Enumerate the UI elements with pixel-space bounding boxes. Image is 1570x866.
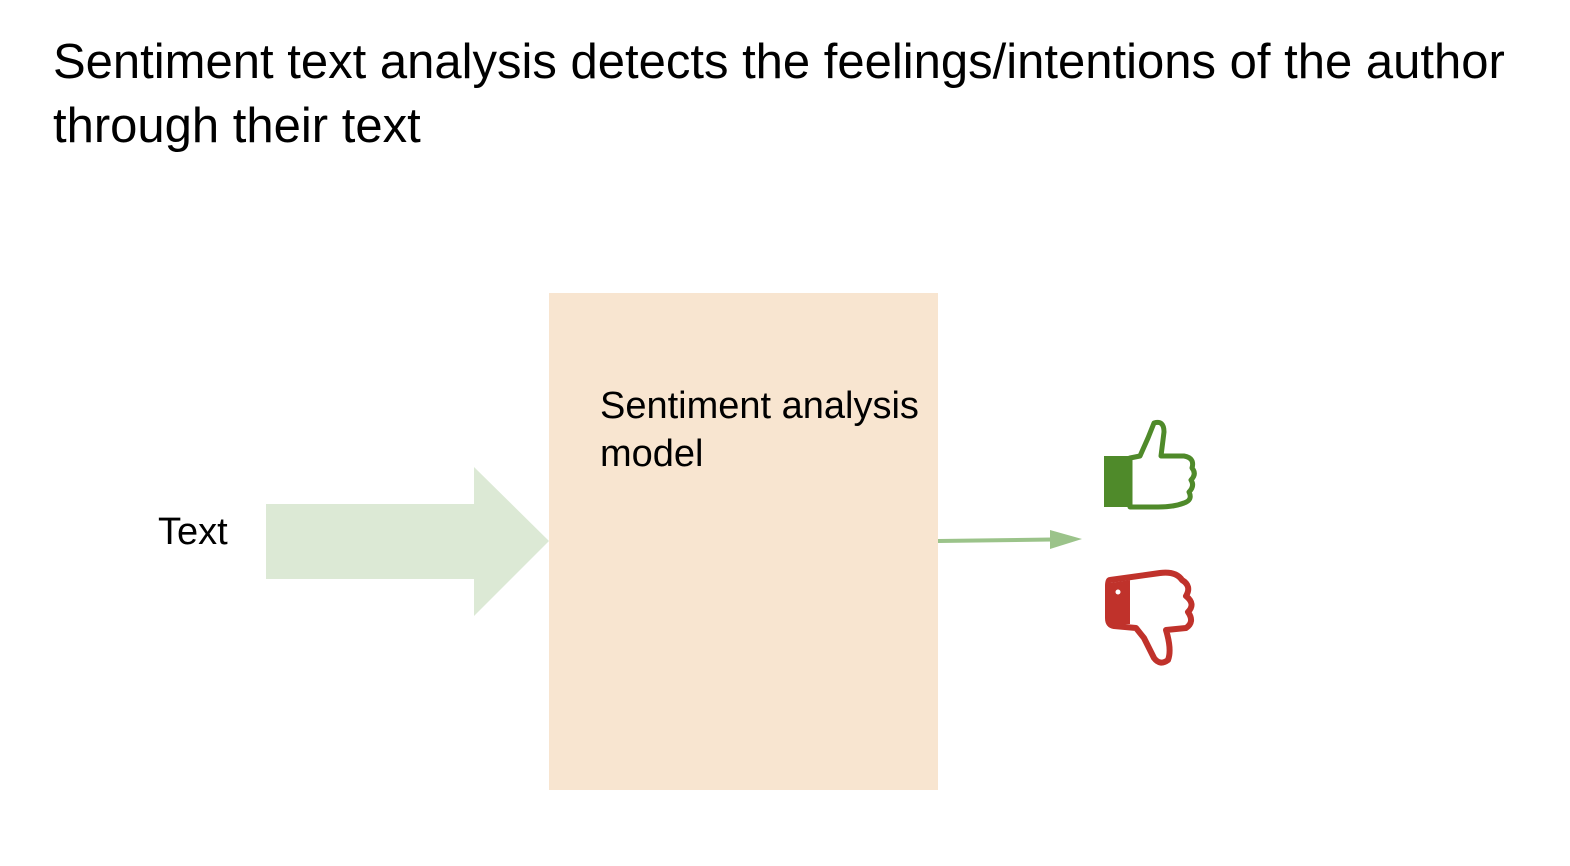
thumbs-down-icon xyxy=(1105,569,1195,666)
input-arrow xyxy=(266,467,549,616)
input-text-label: Text xyxy=(158,511,228,553)
slide-title: Sentiment text analysis detects the feel… xyxy=(53,35,1505,153)
thumbs-up-icon xyxy=(1104,419,1197,510)
model-label: Sentiment analysis model xyxy=(600,385,919,475)
output-arrow-head xyxy=(1050,530,1082,549)
sentiment-model-box: Sentiment analysis model xyxy=(549,293,938,790)
output-arrow-line xyxy=(937,537,1053,543)
